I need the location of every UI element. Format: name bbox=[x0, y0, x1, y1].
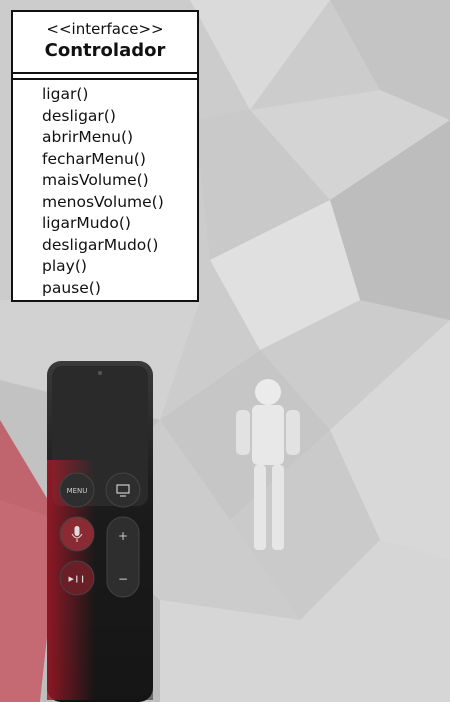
uml-operations-list: ligar() desligar() abrirMenu() fecharMen… bbox=[13, 80, 197, 299]
uml-operation: fecharMenu() bbox=[42, 149, 146, 168]
uml-operation: ligar() bbox=[42, 85, 89, 103]
uml-operation: play() bbox=[42, 257, 87, 275]
uml-operation: abrirMenu() bbox=[42, 128, 134, 146]
uml-operation: pause() bbox=[42, 278, 101, 297]
uml-operation: desligar() bbox=[42, 106, 116, 125]
uml-operation: maisVolume() bbox=[42, 171, 149, 189]
remote-control: MENU ▶❙❙ + − bbox=[47, 361, 153, 702]
microphone-icon bbox=[71, 526, 83, 542]
play-pause-button[interactable]: ▶❙❙ bbox=[59, 560, 95, 596]
tv-icon bbox=[116, 484, 130, 497]
menu-button-label: MENU bbox=[67, 487, 88, 495]
tv-button[interactable] bbox=[105, 472, 141, 508]
volume-up-label: + bbox=[118, 529, 128, 543]
uml-class-box: <<interface>> Controlador ligar() deslig… bbox=[11, 10, 199, 302]
volume-down-label: − bbox=[118, 572, 128, 586]
play-pause-icon: ▶❙❙ bbox=[68, 575, 85, 583]
uml-operation: desligarMudo() bbox=[42, 235, 159, 254]
uml-separator bbox=[13, 72, 197, 80]
menu-button[interactable]: MENU bbox=[59, 472, 95, 508]
uml-operation: menosVolume() bbox=[42, 192, 164, 211]
uml-class-header: <<interface>> Controlador bbox=[13, 12, 197, 72]
uml-stereotype: <<interface>> bbox=[46, 20, 164, 38]
remote-sensor bbox=[98, 371, 102, 375]
siri-button[interactable] bbox=[59, 516, 95, 552]
stormtrooper-figure bbox=[236, 379, 300, 550]
uml-class-name: Controlador bbox=[44, 40, 166, 61]
volume-rocker[interactable]: + − bbox=[106, 516, 140, 598]
uml-operation: ligarMudo() bbox=[42, 214, 131, 232]
